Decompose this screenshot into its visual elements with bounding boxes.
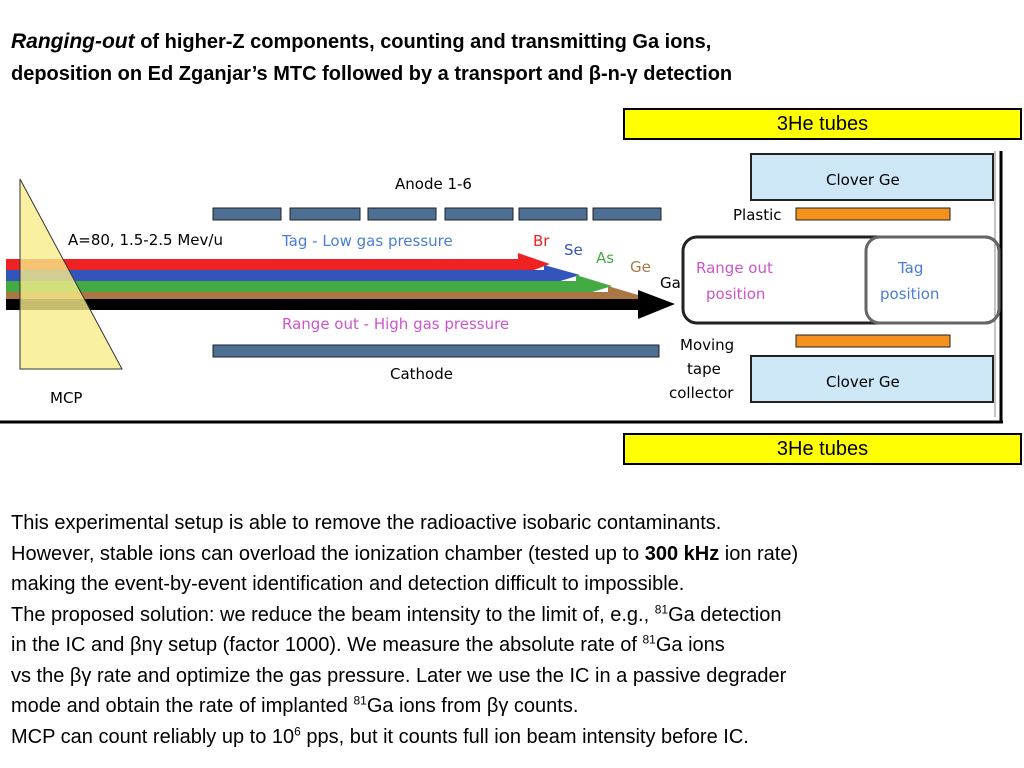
clover-top-label: Clover Ge <box>826 171 900 189</box>
ion-ga: Ga <box>660 274 681 292</box>
title-italic: Ranging-out <box>11 30 135 53</box>
experiment-diagram: MCP Anode 1-6 Cathode A=80, 1.5-2.5 Mev/… <box>0 151 1003 424</box>
title-line1: of higher-Z components, counting and tra… <box>134 31 712 53</box>
para-line7b: Ga ions from βγ counts. <box>366 695 579 717</box>
beam-se <box>6 270 546 281</box>
para-line6: vs the βγ rate and optimize the gas pres… <box>11 664 787 687</box>
beam-label: A=80, 1.5-2.5 Mev/u <box>68 231 223 249</box>
para-line8b: pps, but it counts full ion beam intensi… <box>300 725 749 748</box>
rate-highlight: 300 kHz <box>644 542 720 565</box>
plastic-bottom <box>795 334 951 348</box>
para-line8a: MCP can count reliably up to 10 <box>11 725 295 748</box>
para-line7a: mode and obtain the rate of implanted <box>11 695 354 717</box>
plastic-label: Plastic <box>733 206 782 224</box>
para-line2a: However, stable ions can overload the io… <box>11 542 645 565</box>
para-line7-sup: 81 <box>353 693 367 708</box>
anode-3 <box>367 207 437 221</box>
mcp-label: MCP <box>50 389 82 407</box>
anode-4 <box>444 207 514 221</box>
tag-position-l2: position <box>880 285 939 303</box>
beam-br <box>6 259 520 270</box>
description-paragraph: This experimental setup is able to remov… <box>11 508 1021 752</box>
tag-position-l1: Tag <box>897 259 923 277</box>
he-tubes-top: 3He tubes <box>623 108 1022 140</box>
slide-title: Ranging-out of higher-Z components, coun… <box>11 26 1011 90</box>
beam-ge <box>6 292 610 303</box>
anode-2 <box>289 207 361 221</box>
range-position-l1: Range out <box>696 259 773 277</box>
para-line1: This experimental setup is able to remov… <box>11 512 722 534</box>
beam-ga <box>6 299 642 310</box>
clover-ge-bottom <box>750 355 994 403</box>
mtc-l3: collector <box>669 384 734 402</box>
anode-1 <box>212 207 282 221</box>
plastic-top <box>795 207 951 221</box>
anode-label: Anode 1-6 <box>395 175 472 193</box>
anode-5 <box>518 207 588 221</box>
range-label: Range out - High gas pressure <box>282 315 509 333</box>
para-line4a: The proposed solution: we reduce the bea… <box>11 603 655 626</box>
clover-ge-top <box>750 153 994 201</box>
beam-as <box>6 281 578 292</box>
ion-br: Br <box>533 232 550 250</box>
para-line8-sup: 6 <box>294 723 301 738</box>
ion-as: As <box>596 249 614 267</box>
ion-ge: Ge <box>630 258 651 276</box>
anode-6 <box>592 207 662 221</box>
para-line4-sup: 81 <box>654 601 669 616</box>
para-line5a: in the IC and βnγ setup (factor 1000). W… <box>11 634 643 656</box>
clover-bottom-label: Clover Ge <box>826 373 900 391</box>
cathode <box>212 344 660 358</box>
para-line3: making the event-by-event identification… <box>11 573 685 595</box>
mtc-l1: Moving <box>680 336 734 354</box>
beam-ga-head <box>638 290 675 319</box>
para-line4b: Ga detection <box>668 603 782 626</box>
para-line2c: ion rate) <box>719 542 799 565</box>
beam-as-head <box>576 275 612 297</box>
mcp-shape <box>19 178 123 370</box>
tag-position-box <box>864 235 1001 325</box>
tape-loop <box>681 235 1001 325</box>
para-line5-sup: 81 <box>642 632 656 647</box>
mtc-l2: tape <box>687 360 721 378</box>
beam-se-head <box>544 265 580 286</box>
para-line5b: Ga ions <box>655 634 725 656</box>
cathode-label: Cathode <box>390 365 453 383</box>
tag-label: Tag - Low gas pressure <box>281 232 453 250</box>
ion-se: Se <box>564 241 583 259</box>
title-line2: deposition on Ed Zganjar’s MTC followed … <box>11 63 733 85</box>
range-position-l2: position <box>706 285 765 303</box>
he-tubes-bottom: 3He tubes <box>623 433 1022 465</box>
